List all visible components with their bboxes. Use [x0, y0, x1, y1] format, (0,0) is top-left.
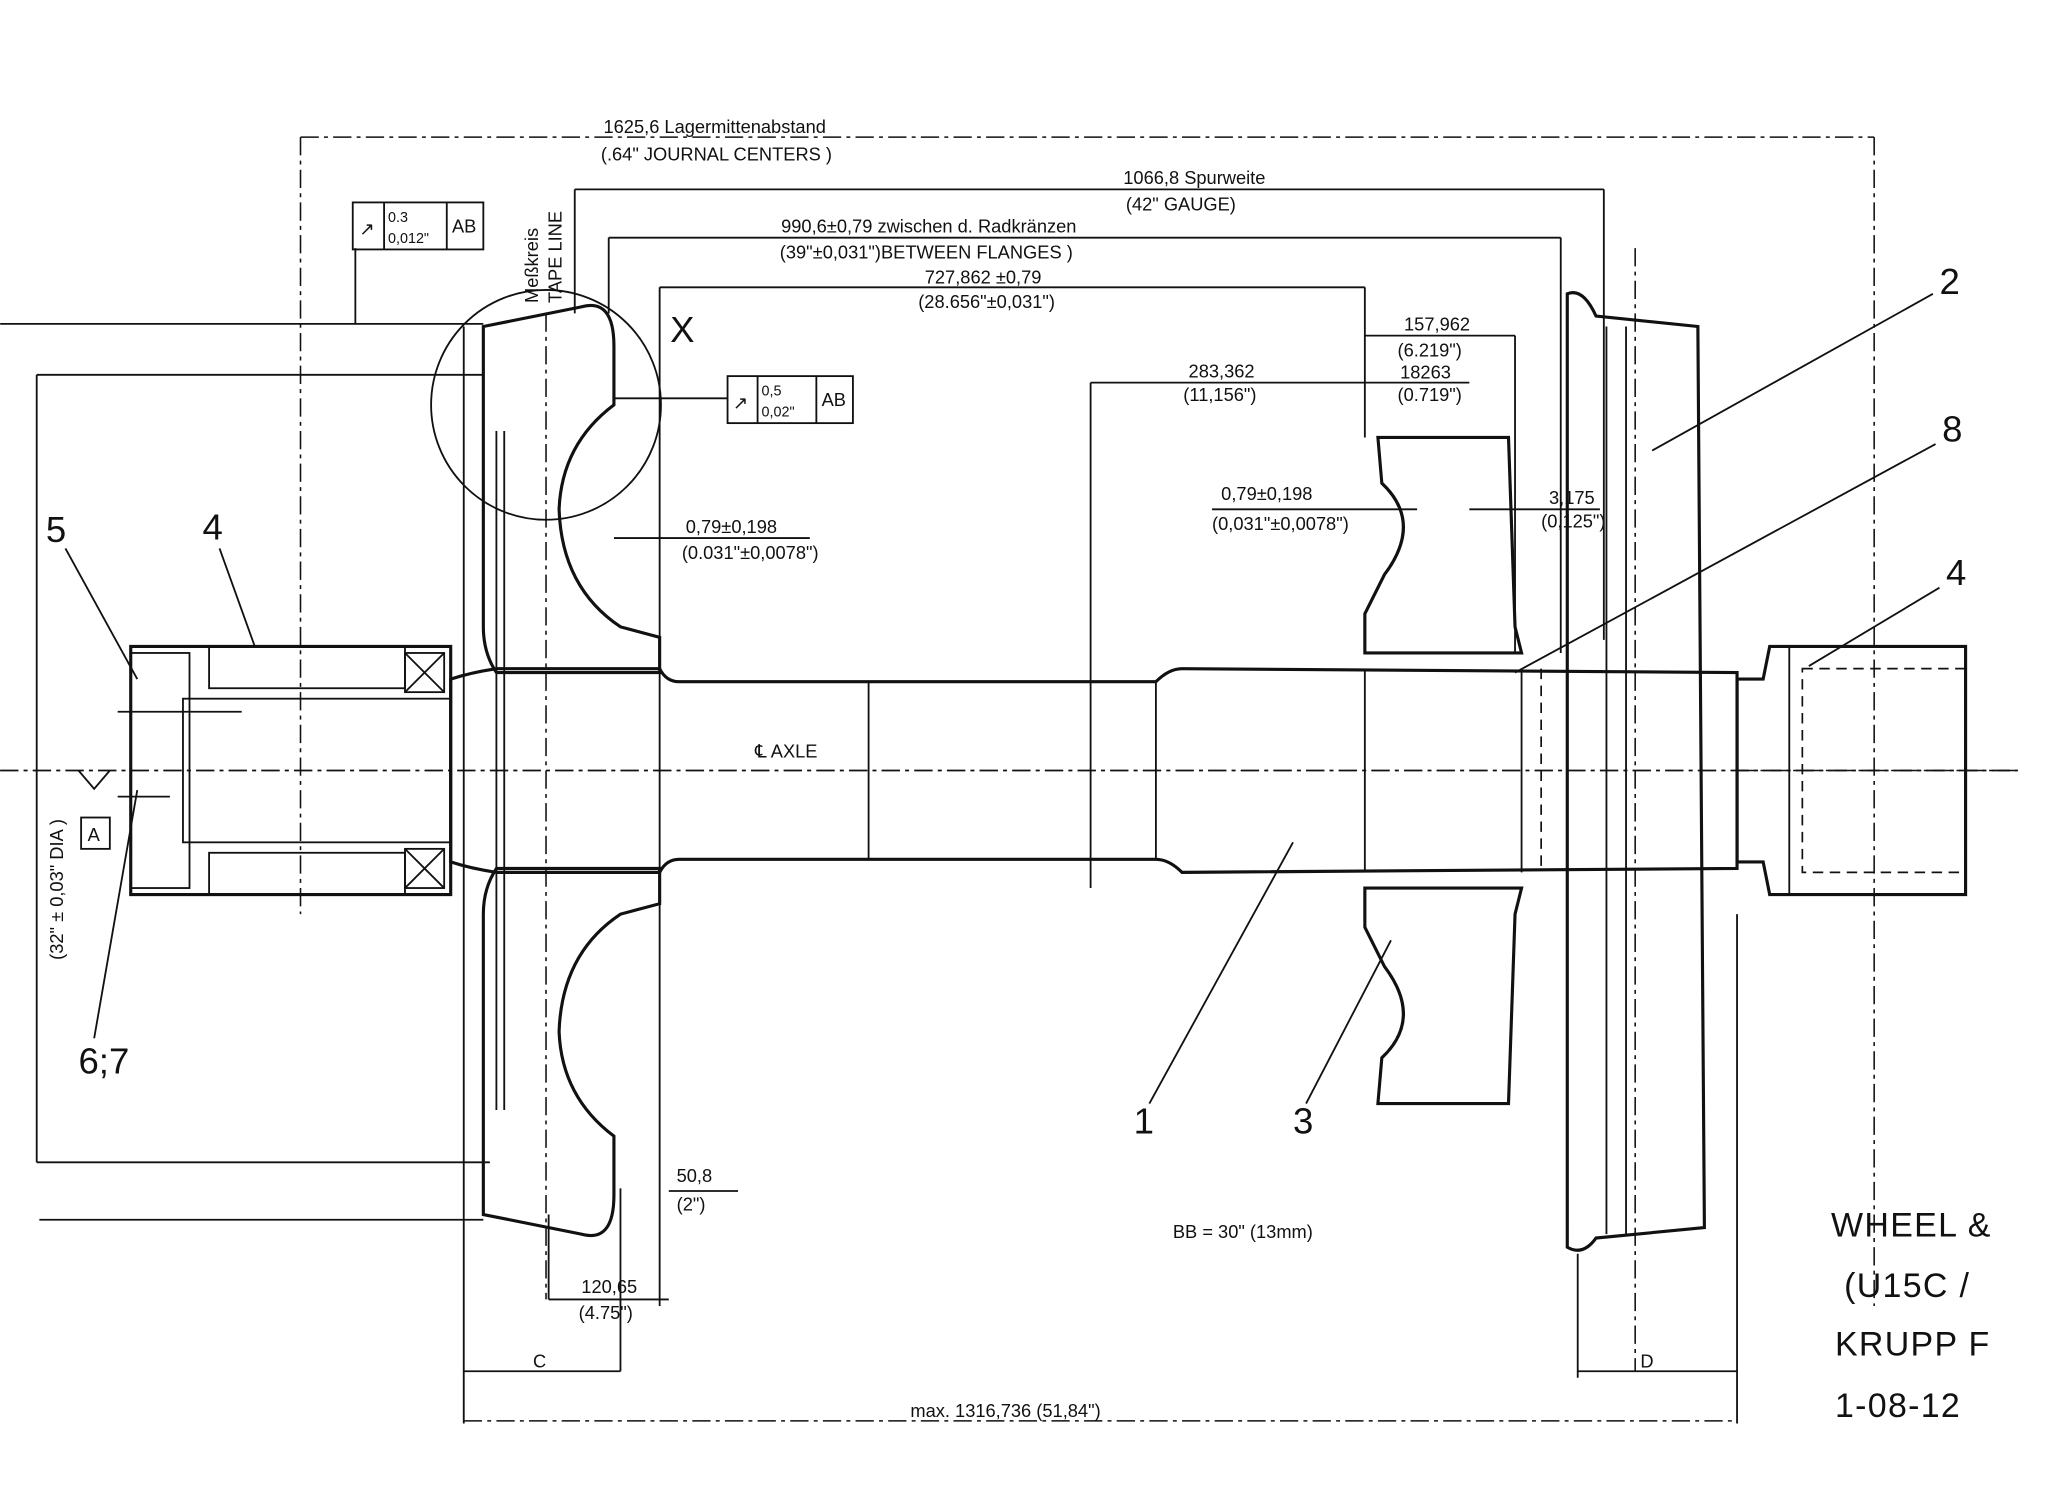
item-6-7: 6;7: [78, 1040, 129, 1081]
dim-inner: 727,862 ±0,79: [925, 266, 1042, 287]
datum-a-label: A: [88, 824, 101, 845]
title-line-2: (U15C /: [1844, 1267, 1970, 1305]
title-line-3: KRUPP F: [1835, 1326, 1991, 1364]
dim-gauge-in: (42" GAUGE): [1126, 193, 1236, 214]
title-line-4: 1-08-12: [1835, 1387, 1961, 1425]
axle-bearing-left: [117, 644, 453, 897]
dim-gap-right-in: (0,031"±0,0078"): [1212, 513, 1349, 534]
tolerance-value-in: 0,012": [388, 231, 429, 247]
dim-rim: 50,8: [677, 1165, 713, 1186]
left-wheel: [481, 304, 662, 1300]
brake-disc: [1363, 435, 1524, 1106]
extension-lines: [0, 137, 1875, 1424]
dim-flanges: 990,6±0,79 zwischen d. Radkränzen: [781, 215, 1076, 236]
item-3: 3: [1293, 1101, 1313, 1142]
dim-disc-width-in: (6.219"): [1398, 340, 1462, 361]
tolerance-datum: AB: [822, 389, 846, 410]
dim-rim-in: (2"): [677, 1194, 706, 1215]
item-4: 4: [203, 506, 223, 547]
tape-line-label: TAPE LINE: [545, 211, 566, 303]
dimension-lines: [35, 136, 1875, 1422]
tolerance-datum: AB: [452, 215, 476, 236]
dim-hub: 18263: [1400, 362, 1451, 383]
dim-tread: 120,65: [581, 1276, 637, 1297]
dim-journal-centers-in: (.64" JOURNAL CENTERS ): [601, 144, 832, 165]
dim-hub-in: (0.719"): [1398, 384, 1462, 405]
right-wheel: [1565, 248, 1706, 1372]
item-4-right: 4: [1946, 552, 1966, 593]
leader-lines: [64, 293, 1940, 1104]
datum-a-box: [80, 816, 111, 850]
title-block: WHEEL & (U15C / KRUPP F 1-08-12: [1831, 1207, 1992, 1425]
tolerance-value-in: 0,02": [762, 405, 795, 421]
dim-wheel-diameter: (32" ± 0,03" DIA ): [46, 819, 67, 960]
dim-gap-left-in: (0.031"±0,0078"): [682, 542, 819, 563]
dim-disc-offset: 283,362: [1189, 360, 1255, 381]
dim-overall: max. 1316,736 (51,84"): [910, 1400, 1100, 1421]
dim-disc-offset-in: (11,156"): [1183, 384, 1256, 405]
dim-disc-width: 157,962: [1404, 313, 1470, 334]
title-line-1: WHEEL &: [1831, 1207, 1992, 1245]
tolerance-frame-1: ↗ 0.3 0,012" AB: [351, 201, 485, 251]
dim-clearance-in: (0,125"): [1541, 511, 1605, 532]
item-1: 1: [1134, 1101, 1154, 1142]
detail-x-label: X: [670, 309, 694, 350]
dim-clearance: 3,175: [1549, 487, 1595, 508]
dim-gap-right: 0,79±0,198: [1221, 483, 1312, 504]
dim-inner-in: (28.656"±0,031"): [918, 291, 1055, 312]
item-numbers: 5 4 6;7 1 3 2 8 4: [46, 261, 1966, 1142]
dim-c: C: [533, 1350, 546, 1371]
messkreis-label: Meßkreis: [521, 228, 542, 303]
runout-icon: ↗: [733, 392, 748, 413]
runout-icon: ↗: [359, 218, 374, 239]
axle-centerline-label: ℄ AXLE: [754, 740, 818, 761]
dim-tread-in: (4.75"): [579, 1302, 633, 1323]
item-2: 2: [1939, 261, 1959, 302]
tolerance-value: 0.3: [388, 210, 408, 226]
tolerance-frame-2: ↗ 0,5 0,02" AB: [726, 375, 854, 425]
dimension-texts: 1625,6 Lagermittenabstand (.64" JOURNAL …: [46, 116, 1654, 1421]
dim-gap-left: 0,79±0,198: [686, 516, 777, 537]
dim-gauge: 1066,8 Spurweite: [1123, 167, 1265, 188]
item-8: 8: [1942, 408, 1962, 449]
dim-d: D: [1640, 1350, 1653, 1371]
dim-journal-centers: 1625,6 Lagermittenabstand: [603, 116, 825, 137]
tolerance-value: 0,5: [762, 384, 782, 400]
dim-flanges-in: (39"±0,031")BETWEEN FLANGES ): [780, 242, 1073, 263]
handwritten-note: BB = 30" (13mm): [1173, 1221, 1313, 1242]
item-5: 5: [46, 509, 66, 550]
